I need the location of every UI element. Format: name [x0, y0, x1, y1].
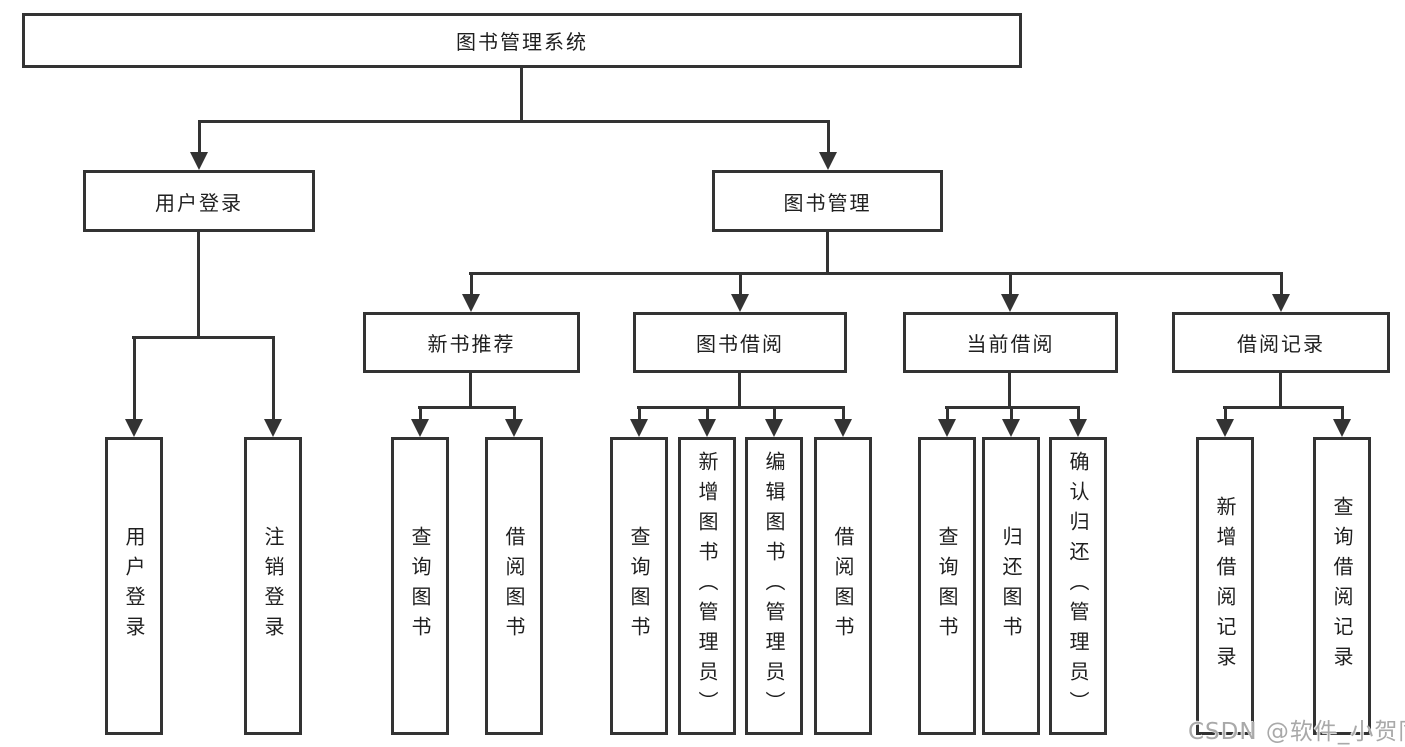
leaf-label: 用户登录	[122, 526, 146, 646]
arrow-down-icon	[264, 336, 282, 437]
connector-book-borrow-bar	[637, 406, 845, 409]
node-library-management-system: 图书管理系统	[22, 13, 1022, 68]
leaf-label: 查询图书	[408, 526, 432, 646]
arrow-down-icon	[1069, 406, 1087, 437]
node-label: 借阅记录	[1237, 332, 1325, 356]
leaf-logout: 注销登录	[244, 437, 302, 735]
leaf-label: 借阅图书	[831, 526, 855, 646]
node-borrowing-records: 借阅记录	[1172, 312, 1390, 373]
connector-current-borrow-stem	[1008, 373, 1011, 406]
connector-level3-bar	[469, 272, 1283, 275]
leaf-label: 查询借阅记录	[1330, 496, 1354, 676]
leaf-return-books: 归还图书	[982, 437, 1040, 735]
arrow-down-icon	[834, 406, 852, 437]
connector-book-borrow-stem	[738, 373, 741, 406]
connector-new-book-bar	[418, 406, 516, 409]
leaf-query-books: 查询图书	[391, 437, 449, 735]
arrow-down-icon	[462, 272, 480, 312]
arrow-down-icon	[505, 406, 523, 437]
leaf-label: 注销登录	[261, 526, 285, 646]
node-book-borrowing: 图书借阅	[633, 312, 847, 373]
arrow-down-icon	[731, 272, 749, 312]
node-label: 用户登录	[155, 190, 243, 215]
arrow-down-icon	[1216, 406, 1234, 437]
leaf-label: 归还图书	[999, 526, 1023, 646]
csdn-watermark: CSDN @软件_小贺同学	[1188, 719, 1405, 745]
arrow-down-icon	[938, 406, 956, 437]
arrow-down-icon	[125, 336, 143, 437]
node-book-management: 图书管理	[712, 170, 943, 232]
leaf-query-borrow-record: 查询借阅记录	[1313, 437, 1371, 735]
arrow-down-icon	[765, 406, 783, 437]
node-user-login: 用户登录	[83, 170, 315, 232]
leaf-label: 新增借阅记录	[1213, 496, 1237, 676]
leaf-label: 确认归还（管理员）	[1066, 451, 1090, 721]
leaf-borrow-books: 借阅图书	[485, 437, 543, 735]
arrow-down-icon	[698, 406, 716, 437]
arrow-down-icon	[630, 406, 648, 437]
arrow-down-icon	[411, 406, 429, 437]
connector-user-login-bar	[132, 336, 275, 339]
connector-book-management-stem	[826, 232, 829, 272]
connector-root-stem	[520, 68, 523, 120]
arrow-down-icon	[1001, 272, 1019, 312]
leaf-query-books: 查询图书	[610, 437, 668, 735]
leaf-label: 借阅图书	[502, 526, 526, 646]
leaf-label: 查询图书	[627, 526, 651, 646]
leaf-query-books: 查询图书	[918, 437, 976, 735]
node-label: 图书管理	[783, 190, 872, 215]
connector-records-bar	[1223, 406, 1344, 409]
node-label: 当前借阅	[966, 332, 1055, 356]
node-new-book-recommendation: 新书推荐	[363, 312, 580, 373]
connector-records-stem	[1279, 373, 1282, 406]
connector-user-login-stem	[197, 232, 200, 336]
connector-current-borrow-bar	[945, 406, 1080, 409]
node-label: 图书管理系统	[456, 30, 588, 54]
leaf-confirm-return-admin: 确认归还（管理员）	[1049, 437, 1107, 735]
leaf-add-books-admin: 新增图书（管理员）	[678, 437, 736, 735]
leaf-edit-books-admin: 编辑图书（管理员）	[745, 437, 803, 735]
leaf-label: 新增图书（管理员）	[695, 451, 719, 721]
node-current-borrowing: 当前借阅	[903, 312, 1118, 373]
node-label: 图书借阅	[696, 332, 784, 356]
connector-level2-bar	[198, 120, 830, 123]
arrow-down-icon	[819, 120, 837, 170]
leaf-label: 编辑图书（管理员）	[762, 451, 786, 721]
arrow-down-icon	[1002, 406, 1020, 437]
leaf-label: 查询图书	[935, 526, 959, 646]
leaf-add-borrow-record: 新增借阅记录	[1196, 437, 1254, 735]
node-label: 新书推荐	[427, 332, 516, 356]
arrow-down-icon	[1333, 406, 1351, 437]
arrow-down-icon	[1272, 272, 1290, 312]
leaf-borrow-books: 借阅图书	[814, 437, 872, 735]
leaf-user-login: 用户登录	[105, 437, 163, 735]
connector-new-book-stem	[469, 373, 472, 406]
arrow-down-icon	[190, 120, 208, 170]
